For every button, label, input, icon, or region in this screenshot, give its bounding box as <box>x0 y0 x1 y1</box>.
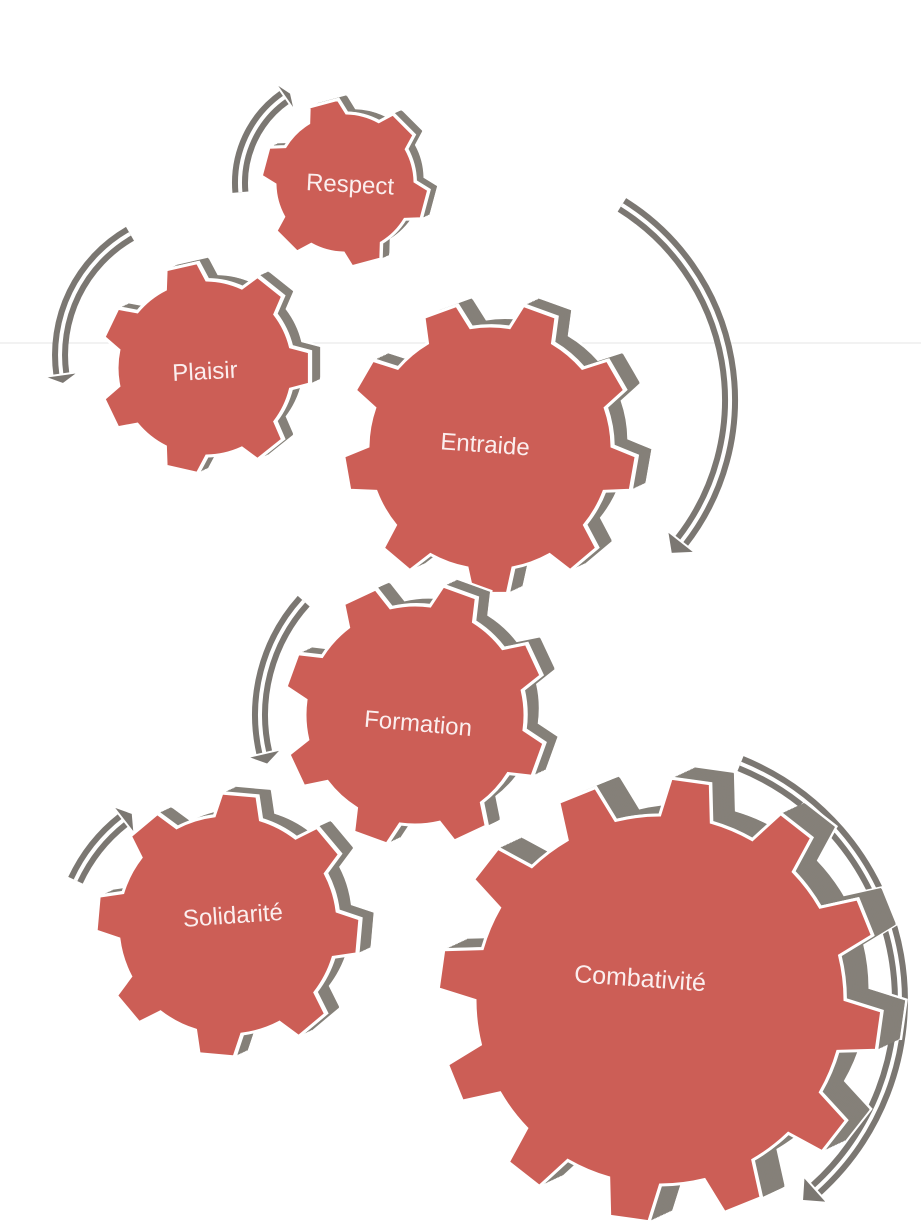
arrow-entraide-body <box>617 198 738 547</box>
arrow-formation-head <box>243 747 285 766</box>
arrow-respect-inner-line <box>238 95 286 193</box>
gear-face-plaisir <box>102 260 311 476</box>
arrow-combativite-head <box>800 1173 831 1205</box>
gear-label-plaisir: Plaisir <box>172 357 239 387</box>
gear-entraide: Entraide <box>342 296 655 595</box>
gear-respect: Respect <box>259 93 440 269</box>
gear-label-respect: Respect <box>305 169 395 201</box>
gear-face-combativite <box>436 776 884 1224</box>
arrow-solidarite-body <box>68 813 129 884</box>
arrow-entraide-inner-line <box>620 203 732 543</box>
arrow-solidarite <box>68 803 136 884</box>
gear-face-formation <box>284 584 546 846</box>
arrow-solidarite-head <box>109 803 136 838</box>
arrow-solidarite-inner-line <box>73 818 125 882</box>
gear-face-respect <box>259 97 431 269</box>
gear-plaisir: Plaisir <box>102 255 323 476</box>
gears: RespectPlaisirEntraideFormationSolidarit… <box>94 93 908 1224</box>
arrow-formation <box>243 595 310 766</box>
gear-label-entraide: Entraide <box>440 428 531 461</box>
arrow-respect-head <box>273 81 297 113</box>
arrow-entraide-head <box>665 528 699 555</box>
arrow-entraide <box>617 198 738 555</box>
arrow-formation-inner-line <box>258 599 306 754</box>
gear-formation: Formation <box>284 577 561 846</box>
gear-face-entraide <box>342 303 638 595</box>
gear-face-solidarite <box>94 791 362 1059</box>
arrow-plaisir-head <box>43 371 80 386</box>
arrow-plaisir <box>43 226 135 386</box>
arrow-plaisir-inner-line <box>58 232 132 375</box>
gear-solidarite: Solidarité <box>94 784 377 1059</box>
gear-combativite: Combativité <box>436 765 908 1224</box>
arrow-respect <box>232 81 297 193</box>
